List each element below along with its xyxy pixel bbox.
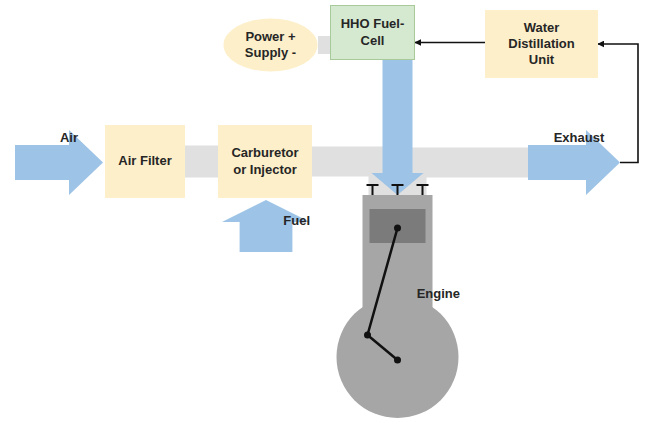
engine: Engine [335,195,460,420]
pipe-band [412,163,529,196]
crank-rod [368,228,398,360]
ellipse-outline [224,19,318,72]
flow-arrow [372,60,424,195]
fuel-arrow: Fuel [222,200,310,252]
joint-dot [364,332,371,339]
filter-box: Air Filter [105,125,185,198]
node-label: Fuel [283,213,310,229]
node-label: Exhaust [554,130,605,146]
node-label: Water Distillation Unit [496,20,588,69]
node-label: Air Filter [118,153,171,169]
joint-dot [394,357,401,364]
crankcase [337,296,459,418]
power-supply: Power + Supply - [223,18,318,72]
arrow-shape [15,130,103,195]
node-label: Air [60,130,78,146]
pipe-band [185,146,218,178]
piston [370,209,426,243]
fuel-cell-box: HHO Fuel-Cell [330,5,415,60]
carburetor-box: Carburetor or Injector [218,125,312,198]
distillation-box: Water Distillation Unit [485,10,598,78]
node-label: HHO Fuel-Cell [337,16,409,49]
node-label: Power + Supply - [240,29,302,62]
node-label: Carburetor or Injector [224,145,306,178]
exhaust-arrow: Exhaust [528,130,620,195]
joint-dot [394,225,401,232]
air-arrow: Air [15,130,103,195]
arrow-shape [528,130,620,195]
engine-shape [335,195,460,420]
arrow-line [415,42,485,44]
pipe-band [318,36,330,54]
node-label: Engine [417,286,460,302]
arrow-shape [222,200,310,252]
air-arrow-shape [15,130,103,195]
